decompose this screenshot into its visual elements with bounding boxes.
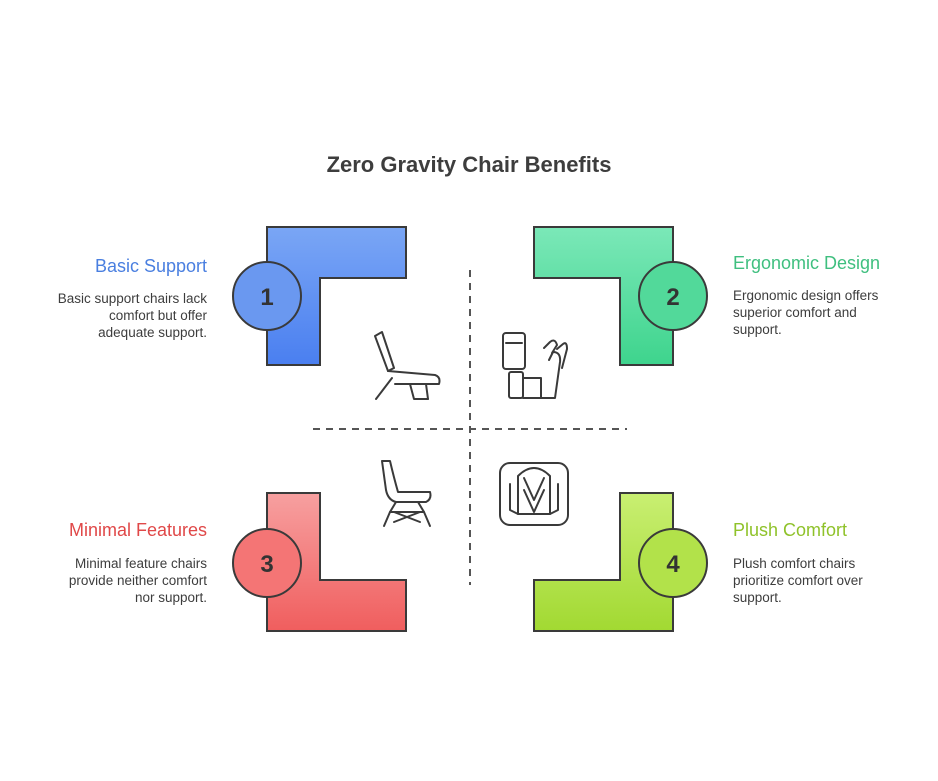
- number-3: 3: [260, 551, 273, 578]
- quadrant-4-description: Plush comfort chairs prioritize comfort …: [733, 555, 863, 606]
- eames-chair-icon: [381, 460, 432, 527]
- quadrant-3-description: Minimal feature chairs provide neither c…: [69, 555, 207, 606]
- quadrant-4-shape: [533, 492, 674, 632]
- diagram-title: Zero Gravity Chair Benefits: [326, 152, 612, 177]
- number-2: 2: [666, 284, 679, 311]
- quadrant-2-heading: Ergonomic Design: [733, 253, 881, 273]
- massage-chair-icon: [502, 332, 568, 399]
- quadrant-3-line-1: Minimal feature chairs: [74, 556, 207, 571]
- padded-seat-icon: [499, 462, 569, 526]
- quadrant-2-description: Ergonomic design offers superior comfort…: [733, 287, 878, 338]
- quadrant-2-shape: [533, 226, 674, 366]
- quadrant-4-heading: Plush Comfort: [733, 520, 848, 540]
- number-1: 1: [260, 284, 273, 311]
- quadrant-1-shape: [266, 226, 407, 366]
- quadrant-2-line-2: superior comfort and: [733, 305, 857, 320]
- quadrant-4-line-3: support.: [733, 590, 782, 605]
- quadrant-2-line-1: Ergonomic design offers: [733, 288, 879, 303]
- quadrant-3-shape: [266, 492, 407, 632]
- quadrant-1-description: Basic support chairs lack comfort but of…: [58, 290, 207, 341]
- quadrant-1-line-3: adequate support.: [98, 325, 207, 340]
- recliner-chair-icon: [374, 331, 441, 400]
- quadrant-2-line-3: support.: [733, 322, 782, 337]
- number-circle-4: 4: [638, 528, 708, 598]
- quadrant-4-line-1: Plush comfort chairs: [733, 556, 856, 571]
- number-circle-2: 2: [638, 261, 708, 331]
- number-circle-1: 1: [232, 261, 302, 331]
- quadrant-1-line-2: comfort but offer: [108, 308, 207, 323]
- quadrant-3-heading: Minimal Features: [68, 520, 207, 540]
- quadrant-4-line-2: prioritize comfort over: [733, 573, 863, 588]
- quadrant-3-line-2: provide neither comfort: [68, 573, 207, 588]
- number-4: 4: [666, 551, 680, 578]
- quadrant-1-line-1: Basic support chairs lack: [57, 291, 207, 306]
- number-circle-3: 3: [232, 528, 302, 598]
- quadrant-1-heading: Basic Support: [94, 256, 207, 276]
- quadrant-3-line-3: nor support.: [134, 590, 207, 605]
